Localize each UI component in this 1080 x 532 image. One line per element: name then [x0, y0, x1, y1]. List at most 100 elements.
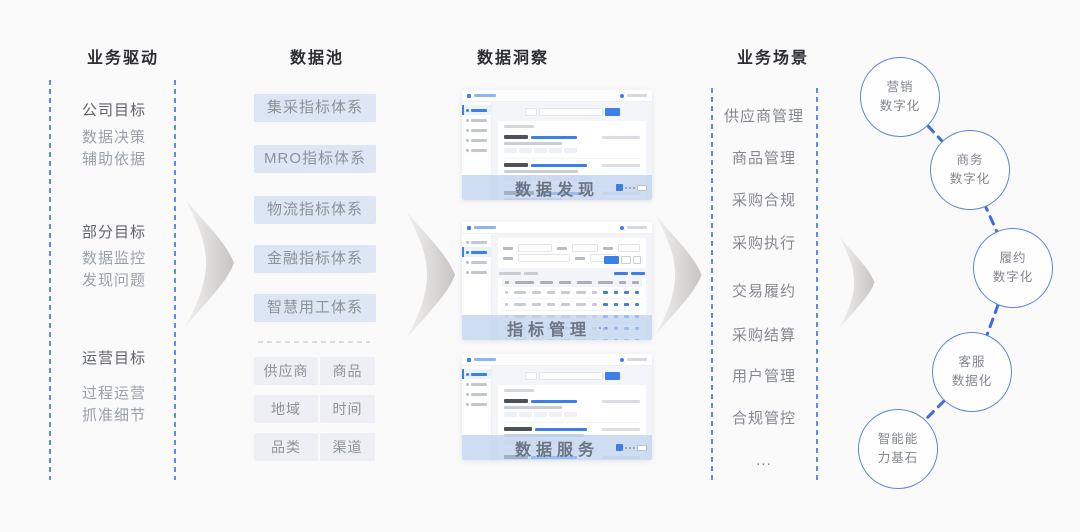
circle-label-line: 营销	[886, 80, 914, 94]
mini-screenshot-indicator-management: 指标管理	[462, 222, 652, 340]
result-count-bar	[504, 125, 534, 128]
user-name-bar	[627, 94, 647, 97]
circle-connectors	[924, 124, 1000, 421]
user-avatar-icon	[620, 225, 624, 230]
circle-label-line: 数字化	[992, 270, 1034, 284]
sidebar-item	[462, 125, 491, 135]
column-title-data-insight: 数据洞察	[476, 50, 549, 67]
sidebar-item	[462, 257, 491, 267]
result-count-bar	[504, 389, 534, 392]
circle-label-line: 数字化	[949, 172, 991, 186]
dim-cell-region: 地域	[254, 395, 318, 423]
circle-marketing-digital: 营销 数字化	[860, 57, 940, 137]
circle-label-line: 客服	[958, 355, 986, 369]
driver-goal-operation-desc: 过程运营 抓准细节	[82, 383, 146, 427]
user-name-bar	[627, 226, 647, 229]
scene-item-product: 商品管理	[731, 150, 796, 167]
scene-item-control: 合规管控	[731, 410, 796, 427]
sidebar-item	[462, 247, 491, 257]
sidebar-item	[462, 267, 491, 277]
scene-item-user: 用户管理	[731, 368, 796, 385]
dashed-line	[711, 88, 713, 484]
module-caption: 数据服务	[514, 441, 599, 459]
desc-line: 发现问题	[82, 272, 147, 289]
sidebar-item	[462, 115, 491, 125]
column-title-business-driver: 业务驱动	[86, 50, 159, 67]
dashed-divider	[258, 341, 370, 343]
circle-label-line: 智能能	[877, 432, 919, 446]
dashed-line	[174, 80, 176, 480]
desc-line: 过程运营	[82, 385, 147, 402]
dashed-line	[816, 88, 818, 484]
mini-screenshot-data-service: 数据服务	[462, 354, 652, 460]
mini-filter-panel	[498, 238, 646, 268]
driver-goal-department: 部分目标	[82, 224, 147, 241]
scene-item-execution: 采购执行	[731, 235, 796, 252]
dim-cell-product: 商品	[320, 357, 375, 385]
app-logo-icon	[467, 225, 471, 230]
table-header	[502, 278, 642, 287]
sidebar-item	[462, 237, 491, 247]
app-logo-text	[474, 94, 496, 97]
app-logo-text	[474, 226, 496, 229]
sidebar-item	[462, 389, 491, 399]
mini-app-header	[462, 90, 652, 102]
circle-label-line: 力基石	[877, 451, 919, 465]
column-title-data-pool: 数据池	[289, 50, 344, 67]
module-caption: 数据发现	[514, 181, 599, 199]
module-caption-banner: 指标管理	[462, 315, 652, 340]
sidebar-item	[462, 135, 491, 145]
dot	[605, 326, 607, 329]
driver-goal-department-desc: 数据监控 发现问题	[82, 248, 146, 292]
mini-app-header	[462, 354, 652, 366]
table-meta-row	[499, 272, 645, 275]
dim-cell-time: 时间	[320, 395, 375, 423]
table-row	[502, 299, 642, 311]
flow-arrow-right	[185, 199, 234, 327]
result-entry	[504, 131, 640, 159]
circle-intelligence-foundation: 智能能 力基石	[858, 409, 938, 489]
pagination	[616, 444, 647, 451]
sidebar-item	[462, 105, 491, 115]
sidebar-item	[462, 379, 491, 389]
sidebar-item	[462, 369, 491, 379]
desc-line: 数据监控	[82, 250, 147, 267]
desc-line: 抓准细节	[82, 407, 147, 424]
flow-arrow-right	[406, 211, 455, 339]
circle-label-line: 履约	[999, 251, 1027, 265]
user-name-bar	[627, 358, 647, 361]
scene-item-ellipsis: ...	[756, 452, 772, 469]
filter-buttons	[604, 256, 641, 264]
circle-label-line: 商务	[956, 153, 984, 167]
flow-arrow-right	[838, 236, 875, 329]
circle-label-line: 数据化	[951, 374, 993, 388]
desc-line: 数据决策	[82, 129, 147, 146]
header-user-area	[620, 225, 647, 230]
dim-cell-channel: 渠道	[320, 433, 375, 461]
pool-box-wuliu: 物流指标体系	[254, 196, 376, 224]
pool-box-jinrong: 金融指标体系	[254, 245, 376, 273]
user-avatar-icon	[620, 357, 624, 362]
header-user-area	[620, 93, 647, 98]
pagination	[616, 184, 647, 191]
circle-label-line: 数字化	[879, 99, 921, 113]
mini-search-bar	[498, 372, 646, 380]
pool-box-jicai: 集采指标体系	[254, 94, 376, 122]
pool-box-zhihui: 智慧用工体系	[254, 294, 376, 322]
flow-arrow-right	[655, 214, 702, 336]
driver-goal-operation: 运营目标	[82, 350, 147, 367]
circle-service-data: 客服 数据化	[932, 332, 1012, 412]
driver-goal-company: 公司目标	[82, 102, 147, 119]
sidebar-item	[462, 399, 491, 409]
module-caption-banner: 数据发现	[462, 175, 652, 200]
mini-screenshot-data-discovery: 数据发现	[462, 90, 652, 200]
mini-search-bar	[498, 108, 646, 116]
column-title-business-scene: 业务场景	[736, 50, 809, 67]
circle-business-digital: 商务 数字化	[930, 130, 1010, 210]
desc-line: 辅助依据	[82, 151, 147, 168]
header-user-area	[620, 357, 647, 362]
app-logo-icon	[467, 357, 471, 362]
app-logo-text	[474, 358, 496, 361]
dim-cell-category: 品类	[254, 433, 318, 461]
